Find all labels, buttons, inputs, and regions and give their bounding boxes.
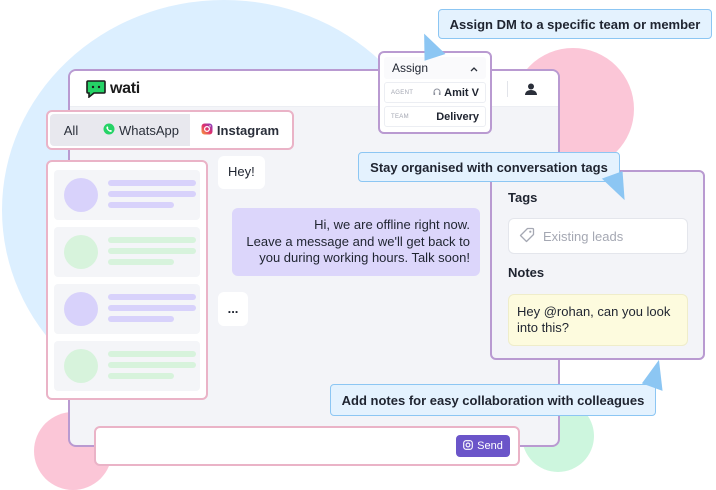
whatsapp-icon [103, 123, 115, 138]
assign-agent-row[interactable]: AGENT Amit V [384, 82, 486, 103]
message-offline-line: Leave a message and we'll get back to [246, 233, 470, 249]
avatar [64, 349, 98, 383]
message-offline-line: Hi, we are offline right now. [314, 217, 470, 232]
agent-value: Amit V [444, 86, 479, 99]
placeholder-line [108, 294, 196, 300]
profile-icon[interactable] [520, 78, 542, 100]
placeholder-line [108, 362, 196, 368]
placeholder-line [108, 237, 196, 243]
placeholder-line [108, 191, 196, 197]
tag-icon [519, 227, 535, 246]
send-button[interactable]: Send [456, 435, 510, 457]
callout-notes: Add notes for easy collaboration with co… [330, 384, 656, 416]
callout-assign-text: Assign DM to a specific team or member [449, 16, 701, 32]
tag-input[interactable]: Existing leads [508, 218, 688, 254]
avatar [64, 178, 98, 212]
callout-tags: Stay organised with conversation tags [358, 152, 620, 182]
message-offline: Hi, we are offline right now. Leave a me… [232, 208, 480, 276]
list-item[interactable] [54, 170, 200, 220]
channel-tabs: All WhatsApp Instagram [46, 110, 294, 150]
send-icon [463, 439, 473, 453]
tag-placeholder: Existing leads [543, 228, 624, 244]
avatar [64, 235, 98, 269]
assign-team-row[interactable]: TEAM Delivery [384, 106, 486, 127]
headset-icon [433, 87, 441, 99]
placeholder-line [108, 248, 196, 254]
tab-all-label: All [63, 122, 79, 138]
message-offline-line: you during working hours. Talk soon! [259, 250, 470, 265]
assign-label: Assign [392, 61, 429, 75]
placeholder-line [108, 180, 196, 186]
instagram-icon [201, 123, 213, 138]
message-composer[interactable]: Send [94, 426, 520, 466]
tab-all[interactable]: All [50, 114, 92, 146]
send-label: Send [477, 440, 503, 452]
placeholder-line [108, 305, 196, 311]
note-card[interactable]: Hey @rohan, can you look into this? [508, 294, 688, 346]
tab-instagram[interactable]: Instagram [190, 114, 290, 146]
team-value: Delivery [436, 110, 479, 123]
conversation-list [46, 160, 208, 400]
avatar [64, 292, 98, 326]
placeholder-line [108, 351, 196, 357]
callout-notes-text: Add notes for easy collaboration with co… [341, 392, 645, 408]
brand-name: wati [110, 80, 140, 97]
chevron-up-icon [470, 61, 478, 75]
assign-panel: Assign AGENT Amit V TEAM Delivery [378, 51, 492, 134]
tab-whatsapp-label: WhatsApp [119, 122, 179, 138]
header-divider [507, 81, 508, 97]
tab-whatsapp[interactable]: WhatsApp [92, 114, 190, 146]
list-item[interactable] [54, 227, 200, 277]
note-line: Hey @rohan, can you look [517, 304, 671, 319]
note-line: into this? [517, 320, 570, 335]
tab-instagram-label: Instagram [216, 122, 280, 138]
list-item[interactable] [54, 284, 200, 334]
agent-key: AGENT [391, 89, 414, 96]
assign-dropdown[interactable]: Assign [384, 57, 486, 79]
team-key: TEAM [391, 113, 409, 120]
list-item[interactable] [54, 341, 200, 391]
agent-value-wrap: Amit V [433, 87, 479, 99]
notes-heading: Notes [508, 265, 545, 280]
tags-heading: Tags [508, 190, 538, 205]
placeholder-line [108, 373, 174, 379]
placeholder-line [108, 316, 174, 322]
placeholder-line [108, 259, 174, 265]
placeholder-line [108, 202, 174, 208]
typing-indicator: ... [218, 292, 248, 326]
wati-logo-icon [86, 80, 106, 99]
message-greeting: Hey! [218, 156, 265, 189]
conversation-sidebar: Tags Existing leads Notes Hey @rohan, ca… [490, 170, 705, 360]
brand-logo[interactable]: wati [86, 80, 140, 99]
callout-assign: Assign DM to a specific team or member [438, 9, 712, 39]
callout-tags-text: Stay organised with conversation tags [370, 159, 608, 175]
